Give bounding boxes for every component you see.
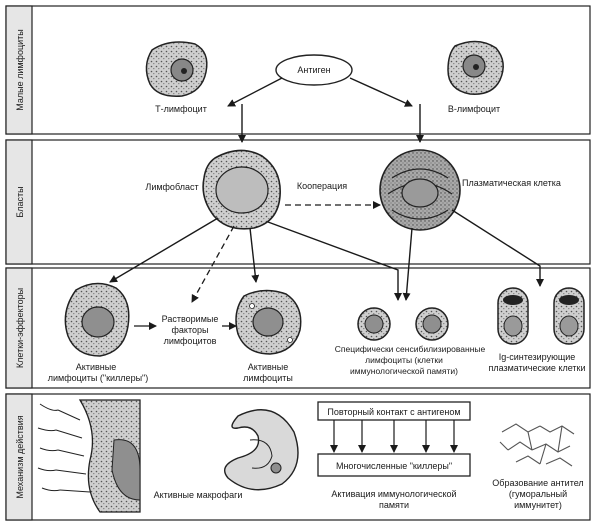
memory-label-1: Специфически сенсибилизированные [335, 344, 486, 354]
lymphoblast-cell [203, 150, 280, 228]
active-lymphocyte-cell [236, 290, 301, 354]
macrophage-illustration [225, 410, 298, 490]
arrow-blast-to-killers [110, 218, 218, 282]
ig-plasma-cell-1 [498, 288, 528, 344]
cell-contact-illustration [38, 400, 140, 512]
factors-label-3: лимфоцитов [164, 336, 217, 346]
memory-activation-label-1: Активация иммунологической [331, 489, 456, 499]
section-label-blasts: Бласты [15, 186, 25, 217]
antibodies-label-2: (гуморальный [509, 489, 567, 499]
fan-out-arrows [334, 420, 454, 452]
many-killers-label: Многочисленные "киллеры" [336, 461, 452, 471]
memory-lymphocyte-cell-1 [358, 308, 390, 340]
plasma-cell-label: Плазматическая клетка [462, 178, 561, 188]
ig-plasma-cell-2 [554, 288, 584, 344]
active-label-1: Активные [248, 362, 288, 372]
plasma-cell [380, 150, 460, 230]
antibodies-label-3: иммунитет) [514, 500, 562, 510]
section-label-mechanism: Механизм действия [15, 415, 25, 498]
b-lymphocyte-label: В-лимфоцит [448, 104, 500, 114]
ig-label-2: плазматические клетки [488, 363, 585, 373]
arrow-antigen-to-b [350, 78, 412, 106]
b-lymphocyte-cell [448, 41, 503, 94]
many-killers-box: Многочисленные "киллеры" [318, 454, 470, 476]
arrow-blast-to-active [250, 228, 256, 282]
section-label-small-lymphocytes: Малые лимфоциты [15, 29, 25, 110]
factors-label-2: факторы [172, 325, 209, 335]
arrow-blast-to-memory [268, 222, 398, 300]
memory-label-2: лимфоциты (клетки [365, 355, 443, 365]
repeat-contact-label: Повторный контакт с антигеном [327, 407, 460, 417]
antibodies-label-1: Образование антител [492, 478, 583, 488]
lymphoblast-label: Лимфобласт [145, 182, 198, 192]
memory-activation-label-2: памяти [379, 500, 409, 510]
memory-label-3: иммунологической памяти) [350, 366, 458, 376]
antigen-node: Антиген [276, 55, 352, 85]
killer-lymphocyte-cell [65, 283, 128, 356]
arrow-plasma-to-ig [452, 210, 540, 286]
antibodies-illustration [500, 424, 574, 466]
ig-label-1: Ig-синтезирующие [499, 352, 576, 362]
antigen-label: Антиген [297, 65, 330, 75]
section-blasts: Бласты [6, 140, 590, 264]
t-lymphocyte-label: Т-лимфоцит [155, 104, 207, 114]
arrow-antigen-to-t [228, 78, 282, 106]
macrophages-label: Активные макрофаги [154, 490, 243, 500]
factors-label-1: Растворимые [162, 314, 219, 324]
repeat-contact-box: Повторный контакт с антигеном [318, 402, 470, 420]
cooperation-label: Кооперация [297, 181, 347, 191]
active-label-2: лимфоциты [243, 373, 293, 383]
memory-lymphocyte-cell-2 [416, 308, 448, 340]
section-label-effector-cells: Клетки-эффекторы [15, 288, 25, 368]
killers-label-1: Активные [76, 362, 116, 372]
t-lymphocyte-cell [146, 42, 206, 96]
killers-label-2: лимфоциты ("киллеры") [48, 373, 148, 383]
